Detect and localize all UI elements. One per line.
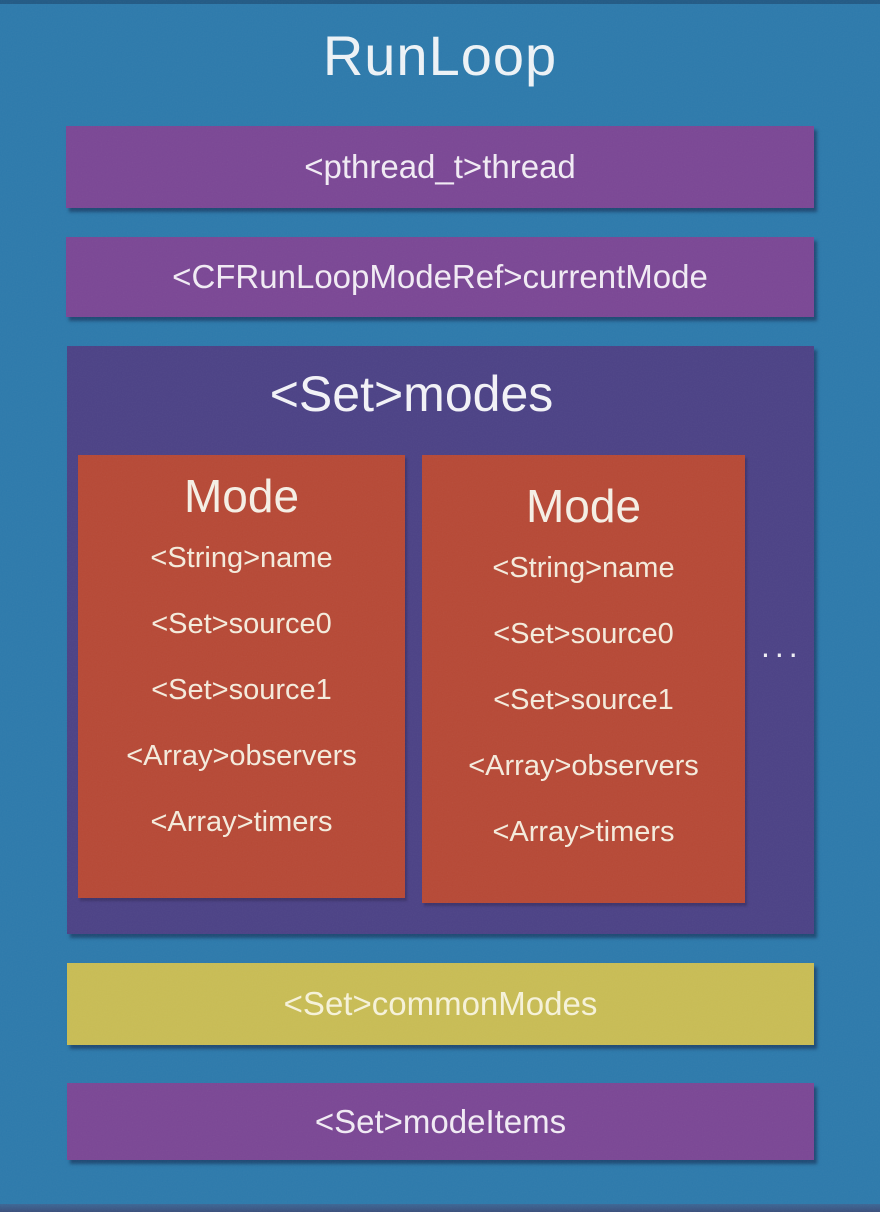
top-edge-strip (0, 0, 880, 4)
modes-set-label: <Set>modes (269, 366, 554, 422)
mode-card-title: Mode (525, 480, 642, 532)
mode-field-source0: <Set>source0 (151, 608, 332, 640)
common-modes-field-label: <Set>commonModes (283, 985, 598, 1022)
bottom-edge-strip (0, 1204, 880, 1212)
mode-card-1: Mode <String>name <Set>source0 <Set>sour… (78, 455, 405, 898)
mode-field-timers: <Array>timers (492, 816, 675, 848)
mode-items-field-bar: <Set>modeItems (67, 1083, 814, 1160)
modes-set-container: <Set>modes Mode <String>name <Set>source… (67, 346, 814, 934)
mode-field-source0: <Set>source0 (493, 618, 674, 650)
mode-field-timers: <Array>timers (150, 806, 333, 838)
mode-field-observers: <Array>observers (468, 750, 699, 782)
mode-field-source1: <Set>source1 (151, 674, 332, 706)
mode-items-field-label: <Set>modeItems (314, 1102, 567, 1140)
current-mode-field-bar: <CFRunLoopModeRef>currentMode (66, 237, 814, 317)
common-modes-field-bar: <Set>commonModes (67, 963, 814, 1045)
more-modes-ellipsis: ... (761, 628, 803, 664)
mode-field-name: <String>name (150, 542, 333, 574)
mode-field-source1: <Set>source1 (493, 684, 674, 716)
thread-field-label: <pthread_t>thread (304, 148, 576, 185)
thread-field-bar: <pthread_t>thread (66, 126, 814, 208)
mode-field-name: <String>name (492, 552, 675, 584)
mode-card-2: Mode <String>name <Set>source0 <Set>sour… (422, 455, 745, 903)
mode-card-title: Mode (183, 470, 300, 522)
mode-field-observers: <Array>observers (126, 740, 357, 772)
page-title: RunLoop (322, 24, 558, 87)
current-mode-field-label: <CFRunLoopModeRef>currentMode (172, 258, 708, 295)
